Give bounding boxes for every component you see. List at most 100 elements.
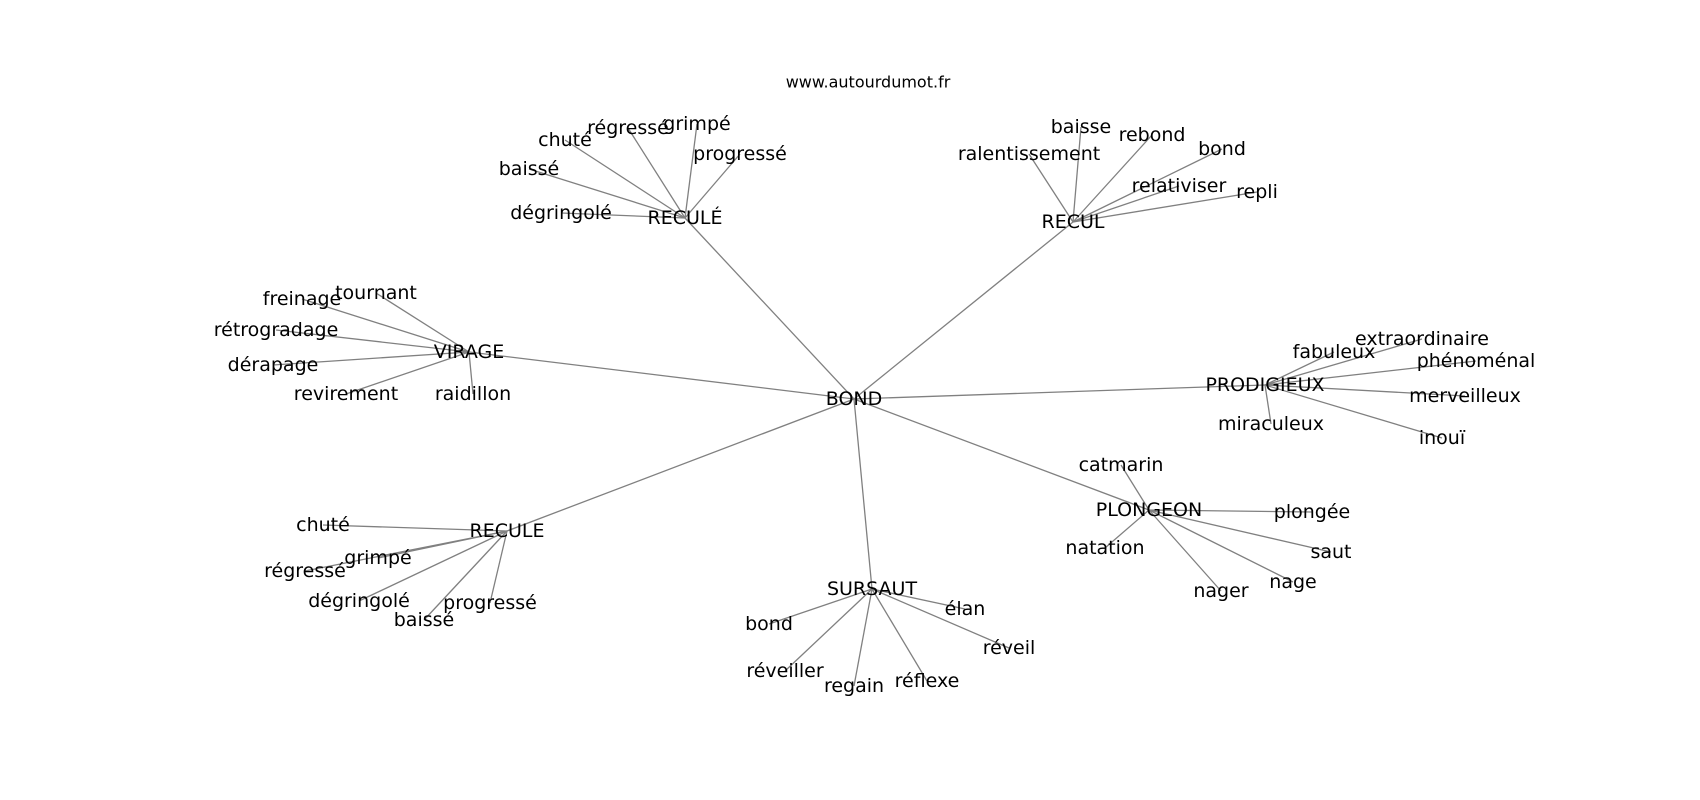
leaf-edge (275, 329, 470, 353)
leaf-edge (1148, 509, 1222, 592)
site-url: www.autourdumot.fr (786, 73, 951, 92)
leaf-edge (684, 123, 698, 219)
leaf-edge (1148, 509, 1294, 583)
leaf-edge (768, 588, 873, 625)
leaf-edge (272, 351, 470, 366)
leaf-node: tournant (335, 282, 417, 304)
leaf-edge (1028, 153, 1074, 223)
leaf-node: fabuleux (1293, 341, 1376, 363)
leaf-edge (871, 588, 928, 682)
leaf-node: rétrogradage (214, 319, 339, 341)
leaf-node: phénoménal (1417, 350, 1536, 372)
leaf-edge (1120, 464, 1150, 511)
leaf-edge (871, 588, 966, 610)
leaf-edge (560, 212, 686, 219)
root-node: BOND (826, 388, 883, 410)
leaf-edge (423, 530, 508, 621)
leaf-node: régressé (264, 560, 346, 582)
leaf-edge (345, 351, 470, 395)
leaf-edge (1072, 126, 1082, 223)
leaf-node: progressé (443, 592, 537, 614)
leaf-node: élan (945, 598, 986, 620)
leaf-node: réveil (983, 637, 1036, 659)
leaf-node: réveiller (746, 660, 824, 682)
hub-edge (684, 217, 855, 400)
hub-edge (853, 384, 1266, 400)
leaf-edge (1264, 338, 1423, 386)
leaf-edge (1264, 384, 1272, 425)
leaf-edge (375, 292, 470, 353)
leaf-edge (1264, 384, 1466, 397)
hub-node: RECULE (470, 520, 545, 542)
leaf-node: freinage (263, 288, 342, 310)
leaf-node: dérapage (228, 354, 319, 376)
leaf-edge (489, 530, 508, 604)
hub-edge (853, 221, 1074, 400)
hub-node: RECULÉ (648, 206, 723, 229)
leaf-edge (853, 588, 873, 687)
hub-node: PLONGEON (1096, 499, 1202, 521)
leaf-node: relativiser (1132, 175, 1227, 197)
leaf-node: inouï (1419, 427, 1466, 449)
leaf-node: dégringolé (308, 590, 410, 612)
leaf-node: baissé (499, 158, 559, 180)
leaf-node: progressé (693, 143, 787, 165)
leaf-edge (1148, 509, 1313, 513)
leaf-node: natation (1065, 537, 1144, 559)
leaf-node: chuté (538, 129, 592, 151)
leaf-edge (564, 139, 686, 219)
leaf-edge (871, 588, 1010, 649)
leaf-node: baissé (394, 609, 454, 631)
leaf-edge (528, 168, 686, 219)
leaf-node: repli (1236, 181, 1278, 203)
leaf-edge (1072, 134, 1153, 223)
graph-edges (272, 123, 1477, 687)
leaf-edge (627, 127, 686, 219)
leaf-edge (1264, 360, 1477, 386)
leaf-node: chuté (296, 514, 350, 536)
leaf-edge (1072, 191, 1258, 223)
leaf-node: regain (824, 675, 884, 697)
leaf-edge (304, 530, 508, 572)
hub-node: SURSAUT (827, 578, 917, 600)
leaf-node: merveilleux (1409, 385, 1521, 407)
leaf-node: réflexe (895, 670, 960, 692)
hub-edge (853, 398, 873, 590)
hub-edge (468, 351, 855, 400)
leaf-edge (1264, 384, 1443, 439)
leaf-node: bond (745, 613, 793, 635)
leaf-node: raidillon (435, 383, 511, 405)
graph-labels: BONDRECULÉdégringolébaisséchutérégresség… (214, 113, 1536, 697)
leaf-edge (301, 298, 470, 353)
leaf-edge (1072, 148, 1223, 223)
hub-node: VIRAGE (434, 341, 504, 363)
leaf-node: rebond (1119, 124, 1186, 146)
leaf-edge (358, 530, 508, 602)
leaf-node: baisse (1051, 116, 1111, 138)
leaf-node: extraordinaire (1355, 328, 1489, 350)
leaf-node: grimpé (663, 113, 730, 135)
leaf-node: régressé (587, 117, 669, 139)
leaf-node: plongée (1274, 501, 1350, 523)
leaf-edge (1264, 351, 1335, 386)
leaf-node: ralentissement (958, 143, 1100, 165)
leaf-node: revirement (294, 383, 398, 405)
leaf-edge (1072, 185, 1180, 223)
leaf-node: nage (1269, 571, 1316, 593)
leaf-node: catmarin (1079, 454, 1164, 476)
leaf-edge (1104, 509, 1150, 549)
leaf-edge (784, 588, 873, 672)
hub-edge (506, 398, 855, 532)
leaf-node: saut (1310, 541, 1351, 563)
leaf-edge (1148, 509, 1332, 553)
leaf-node: nager (1193, 580, 1248, 602)
leaf-edge (468, 351, 474, 395)
hub-node: RECUL (1042, 211, 1105, 233)
leaf-node: miraculeux (1218, 413, 1324, 435)
leaf-node: dégringolé (510, 202, 612, 224)
leaf-node: bond (1198, 138, 1246, 160)
leaf-node: grimpé (344, 547, 411, 569)
leaf-edge (684, 153, 741, 219)
hub-node: PRODIGIEUX (1205, 374, 1324, 396)
